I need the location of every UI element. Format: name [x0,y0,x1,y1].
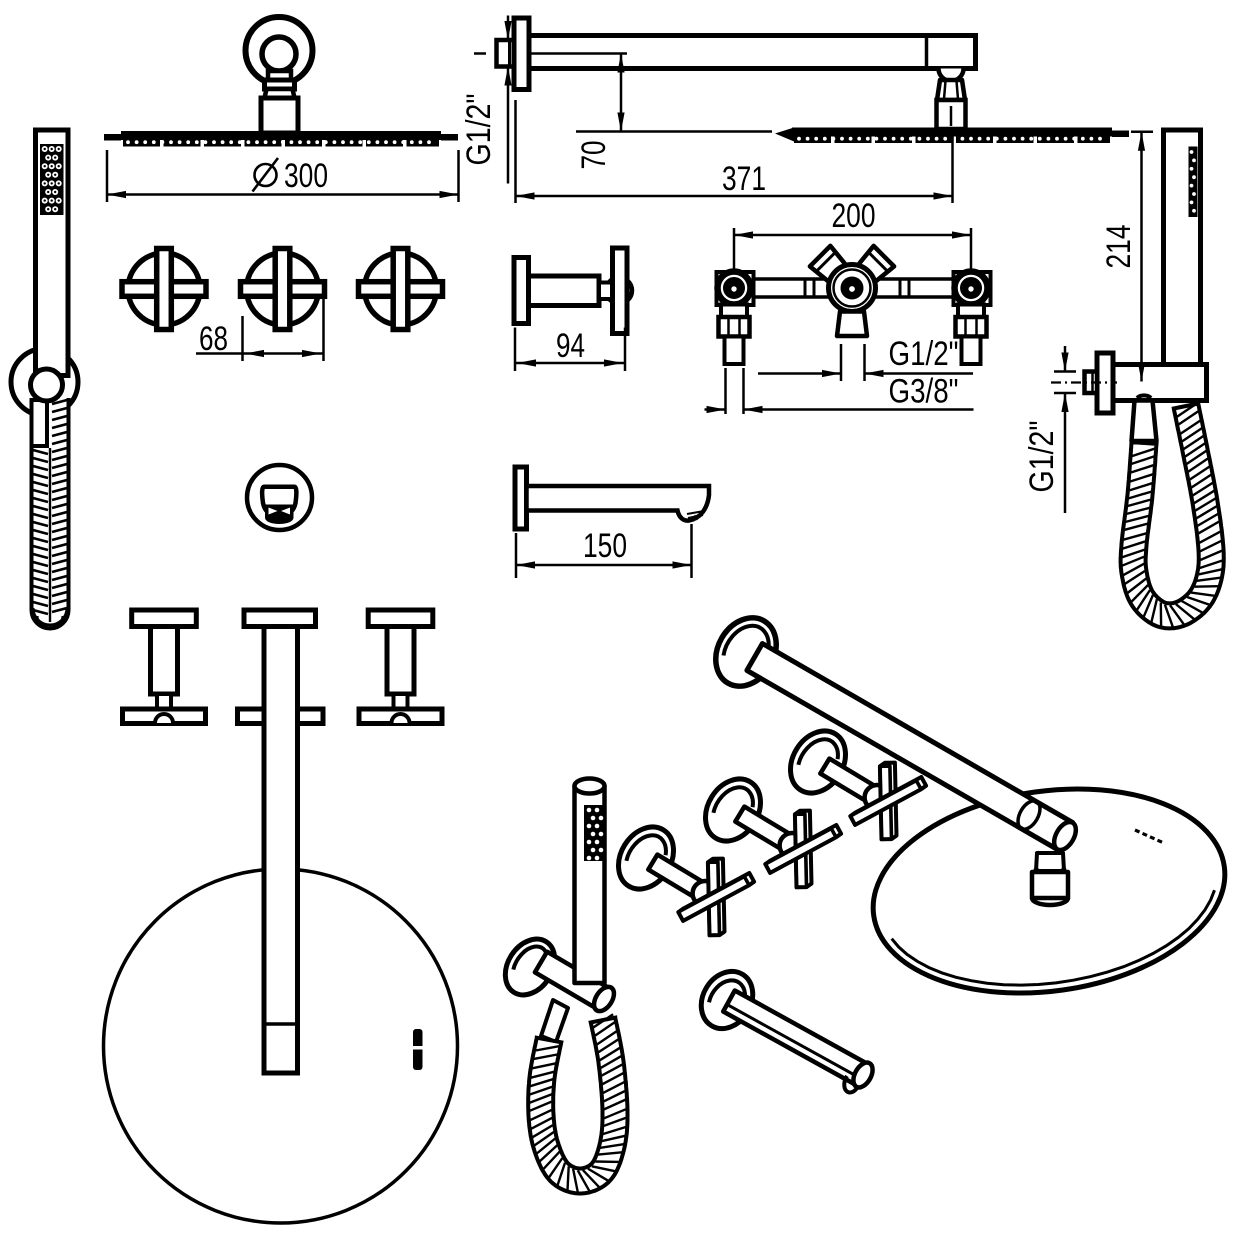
svg-text:200: 200 [832,197,876,235]
svg-text:214: 214 [1100,225,1138,269]
svg-text:G1/2": G1/2" [889,335,959,373]
svg-text:94: 94 [556,327,585,365]
svg-text:G3/8": G3/8" [889,373,959,411]
svg-text:68: 68 [199,320,228,358]
svg-text:150: 150 [583,527,627,565]
svg-text:300: 300 [284,157,328,195]
svg-text:G1/2": G1/2" [1023,421,1061,493]
svg-text:371: 371 [722,160,766,198]
svg-text:G1/2": G1/2" [460,94,498,166]
svg-text:70: 70 [575,141,613,170]
